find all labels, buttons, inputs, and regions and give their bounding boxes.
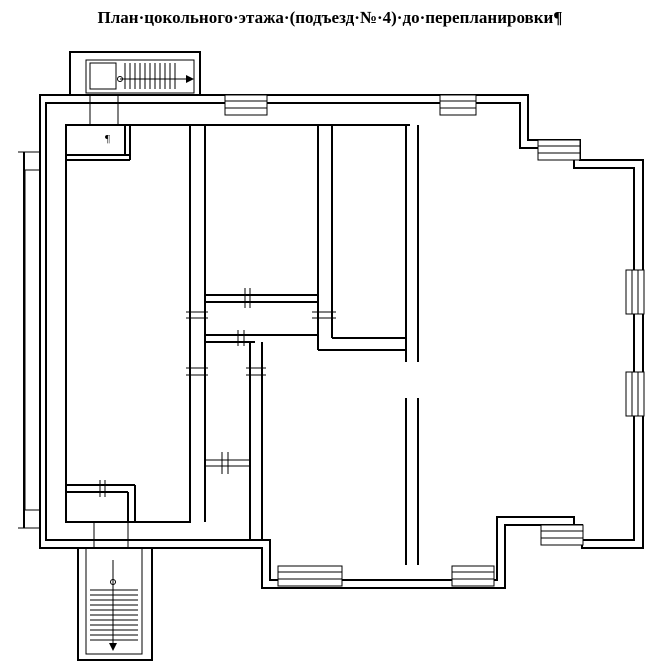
left-bay <box>18 151 41 529</box>
interior-walls <box>66 124 419 565</box>
outer-walls <box>39 94 644 589</box>
plan-title: План·цокольного·этажа·(подъезд·№·4)·до·п… <box>97 8 563 27</box>
left-room-outline <box>65 124 191 523</box>
bottom-staircase <box>77 522 153 661</box>
door-marks <box>99 288 336 497</box>
top-staircase <box>69 51 201 125</box>
windows <box>224 94 645 587</box>
stair-room-marker: ¶ <box>105 133 110 145</box>
